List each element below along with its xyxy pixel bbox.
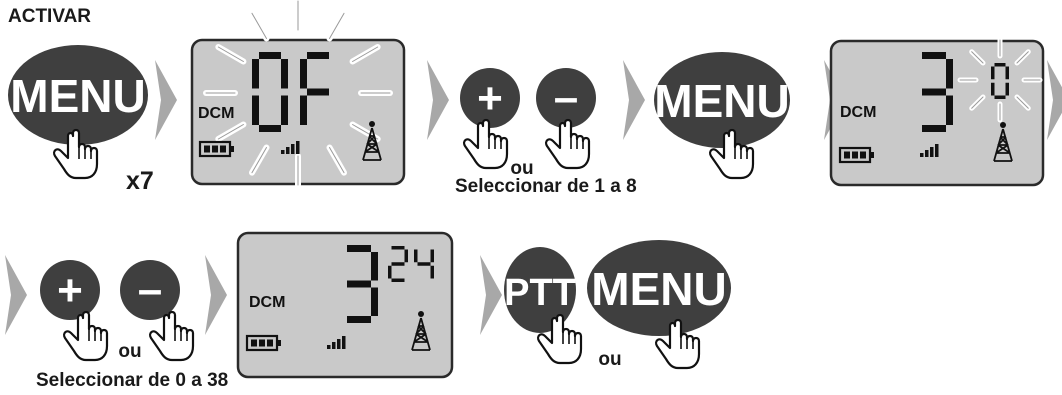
chevron-right-icon xyxy=(1047,60,1062,140)
or-label: ou xyxy=(118,341,141,362)
lcd-digit xyxy=(252,52,288,132)
minus-button xyxy=(120,260,180,320)
repeat-count: x7 xyxy=(126,167,154,195)
minus-symbol: – xyxy=(138,265,162,314)
menu-button-label: MENU xyxy=(591,263,726,315)
menu-button-label: MENU xyxy=(10,70,145,122)
lcd-sub-digit xyxy=(991,63,1009,99)
plus-button xyxy=(40,260,100,320)
caption-row1: Seleccionar de 1 a 8 xyxy=(455,176,637,197)
lcd-channel-digit xyxy=(922,52,953,132)
hand-pointer-icon xyxy=(462,118,509,170)
hand-pointer-icon xyxy=(544,118,591,170)
lcd-sub-digit xyxy=(388,246,408,282)
chevron-right-icon xyxy=(205,255,227,335)
chevron-right-icon xyxy=(155,60,177,140)
chevron-right-icon xyxy=(480,255,502,335)
ptt-button xyxy=(504,247,576,333)
menu-button xyxy=(8,45,148,145)
plus-symbol: + xyxy=(477,74,503,123)
menu-button-3 xyxy=(587,240,731,336)
chevron-right-icon xyxy=(5,255,27,335)
menu-button-label: MENU xyxy=(654,75,789,127)
chevron-right-icon xyxy=(623,60,645,140)
blink-rays-icon xyxy=(203,0,393,188)
lcd-sub-digit xyxy=(414,249,434,279)
minus-symbol: – xyxy=(554,73,578,122)
minus-button xyxy=(536,68,596,128)
plus-symbol: + xyxy=(57,266,83,315)
lcd-display xyxy=(829,39,1045,187)
or-label: ou xyxy=(598,349,621,370)
plus-button xyxy=(460,68,520,128)
or-label: ou xyxy=(510,158,533,179)
lcd-mode-label: DCM xyxy=(198,105,234,122)
lcd-digit xyxy=(300,52,329,125)
ptt-button-label: PTT xyxy=(504,272,576,314)
menu-button-2 xyxy=(654,52,790,148)
caption-row2: Seleccionar de 0 a 38 xyxy=(36,370,229,391)
lcd-channel-digit xyxy=(347,245,378,323)
heading: ACTIVAR xyxy=(8,6,92,27)
lcd-mode-label: DCM xyxy=(840,104,876,121)
lcd-mode-label: DCM xyxy=(249,294,285,311)
blink-rays-icon xyxy=(957,37,1043,123)
chevron-right-icon xyxy=(427,60,449,140)
lcd-display xyxy=(236,231,454,379)
